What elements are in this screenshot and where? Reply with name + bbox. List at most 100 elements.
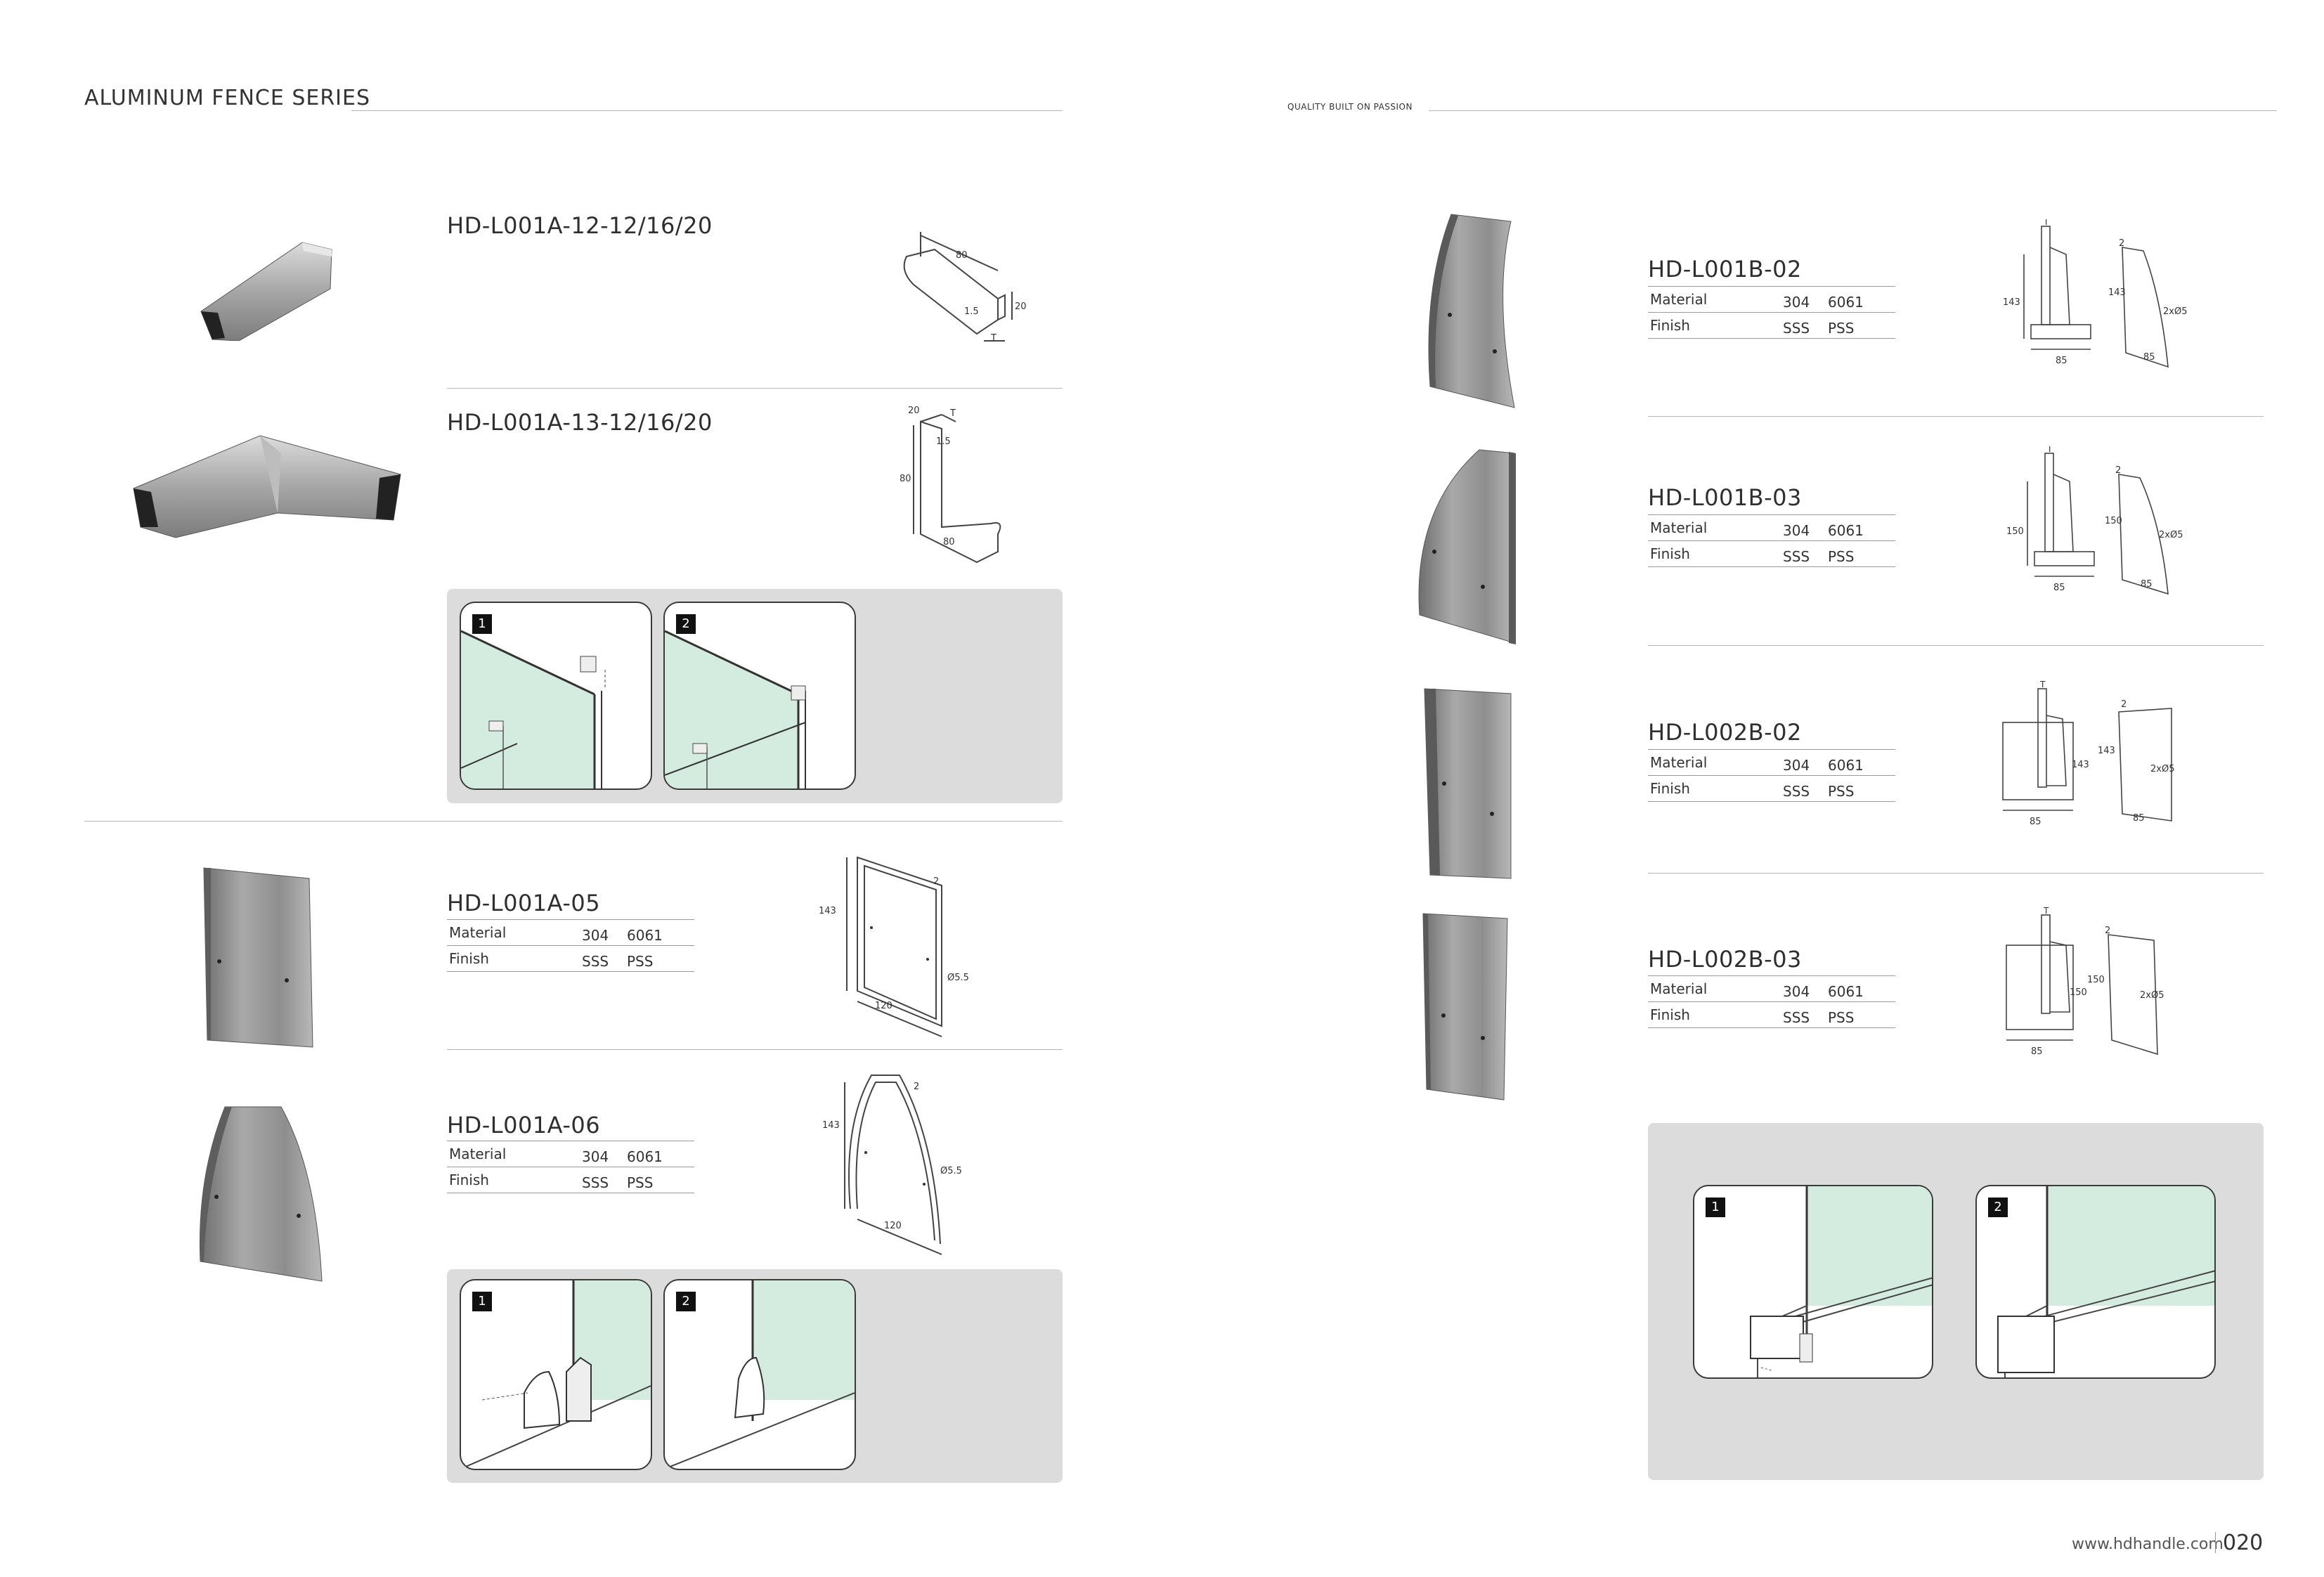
page-number: 020 [2223, 1531, 2264, 1555]
l001b-03-spec-table: Material 304 6061 Finish SSS PSS [1648, 514, 1895, 567]
l001a-05-rule [447, 1049, 1063, 1050]
spec-row-material: Material 304 6061 [447, 919, 694, 945]
step-badge: 1 [1706, 1198, 1725, 1217]
spec-row-finish: Finish SSS PSS [447, 945, 694, 972]
l001a-06-drawing: 143 2 Ø5.5 120 [822, 1075, 962, 1255]
l001a-06-dim-thickness: 2 [914, 1082, 919, 1092]
spec-row-material: Material 304 6061 [447, 1141, 694, 1167]
l001a-05-dim-thickness: 2 [933, 876, 939, 887]
spec-row-finish: Finish SSS PSS [447, 1167, 694, 1193]
l001b-02-dim-height-2: 143 [2108, 287, 2126, 298]
spec-row-finish: Finish SSS PSS [1648, 775, 1895, 802]
spec-finish-1: SSS [1783, 320, 1810, 337]
spec-finish-1: SSS [1783, 548, 1810, 565]
l001b-02-spec-table: Material 304 6061 Finish SSS PSS [1648, 286, 1895, 339]
spec-finish-2: PSS [1828, 783, 1855, 800]
install-step-1: 1 [460, 1279, 652, 1470]
endcap-step-2-illustration [665, 1280, 855, 1469]
l001a-12-dim-length: 80 [956, 250, 968, 261]
l001b-03-dim-gap: T [2046, 446, 2053, 454]
spec-finish-2: PSS [1828, 1009, 1855, 1026]
l001b-02-dim-width: 85 [2056, 356, 2067, 366]
l002b-02-code: HD-L002B-02 [1648, 719, 1802, 746]
l001b-02-code: HD-L001B-02 [1648, 256, 1802, 283]
l002b-03-dim-gap: T [2043, 907, 2049, 916]
spec-material-1: 304 [1783, 522, 1810, 539]
l002b-02-spec-table: Material 304 6061 Finish SSS PSS [1648, 749, 1895, 802]
l002b-02-dim-gap: T [2039, 680, 2046, 689]
l001a-05-dim-hole: Ø5.5 [947, 973, 969, 983]
l001b-03-dim-width-2: 85 [2141, 579, 2153, 590]
spec-material-2: 6061 [1828, 522, 1864, 539]
l001a-13-dim-height: 80 [900, 474, 911, 484]
l001a-05-drawing: 143 2 Ø5.5 120 [819, 856, 969, 1037]
l001b-02-drawing: T 143 85 2 143 2xØ5 85 [2003, 219, 2187, 368]
install-step-2: 2 [663, 1279, 856, 1470]
l001b-02-rule [1648, 416, 2264, 417]
spec-material-1: 304 [1783, 294, 1810, 311]
l001a-05-photo [203, 867, 313, 1048]
l002b-03-dim-thickness: 2 [2105, 926, 2110, 936]
l001a-06-dim-height: 143 [822, 1120, 840, 1131]
footer-url[interactable]: www.hdhandle.com [2072, 1536, 2224, 1553]
l001b-02-dim-width-2: 85 [2143, 352, 2155, 363]
spec-label-finish: Finish [449, 950, 489, 967]
header-rule-right [1429, 110, 2277, 111]
install-panel-corner: 1 2 [447, 589, 1063, 803]
install-panel-base: 1 2 [1648, 1123, 2264, 1480]
spec-row-material: Material 304 6061 [1648, 286, 1895, 312]
l001a-06-spec-table: Material 304 6061 Finish SSS PSS [447, 1141, 694, 1193]
spec-label-finish: Finish [1650, 317, 1690, 334]
l002b-03-spec-table: Material 304 6061 Finish SSS PSS [1648, 975, 1895, 1028]
spec-material-2: 6061 [1828, 983, 1864, 1000]
spec-label-material: Material [449, 924, 507, 941]
spec-material-1: 304 [1783, 983, 1810, 1000]
l001b-02-dim-gap: T [2043, 219, 2049, 227]
l002b-02-dim-width-2: 85 [2133, 813, 2145, 824]
tagline: QUALITY BUILT ON PASSION [1287, 102, 1413, 112]
l001a-06-code: HD-L001A-06 [447, 1112, 601, 1138]
l002b-03-dim-height: 150 [2070, 987, 2087, 998]
install-step-2: 2 [1975, 1185, 2216, 1379]
spec-finish-2: PSS [627, 1174, 654, 1191]
install-step-2: 2 [663, 602, 856, 790]
l002b-02-dim-holes: 2xØ5 [2150, 764, 2174, 774]
l001a-06-dim-width: 120 [884, 1221, 902, 1231]
l001b-02-dim-holes: 2xØ5 [2163, 306, 2187, 317]
l001a-06-dim-hole: Ø5.5 [940, 1166, 962, 1176]
l002b-02-dim-height-2: 143 [2098, 746, 2115, 756]
l001b-03-dim-height: 150 [2006, 526, 2024, 537]
spec-material-2: 6061 [627, 927, 663, 944]
spec-finish-1: SSS [1783, 1009, 1810, 1026]
corner-step-2-illustration [665, 630, 806, 788]
spec-finish-2: PSS [1828, 548, 1855, 565]
l001b-03-dim-thickness: 2 [2115, 465, 2121, 476]
install-panel-endcap: 1 2 [447, 1269, 1063, 1483]
l002b-02-dim-width: 85 [2030, 817, 2041, 827]
l001a-13-drawing: 20 T 1.5 80 80 [900, 405, 1001, 564]
step-badge: 1 [472, 1292, 492, 1311]
step-badge: 2 [676, 1292, 696, 1311]
base-step-2-illustration [1997, 1186, 2214, 1377]
spec-finish-1: SSS [1783, 783, 1810, 800]
spec-row-finish: Finish SSS PSS [1648, 540, 1895, 567]
step-badge: 2 [1988, 1198, 2008, 1217]
spec-row-material: Material 304 6061 [1648, 514, 1895, 540]
step-badge: 2 [676, 614, 696, 634]
spec-label-finish: Finish [1650, 545, 1690, 562]
spec-label-material: Material [1650, 291, 1708, 308]
spec-material-2: 6061 [627, 1148, 663, 1165]
l001a-05-spec-table: Material 304 6061 Finish SSS PSS [447, 919, 694, 972]
l001a-12-photo [200, 242, 332, 341]
spec-row-finish: Finish SSS PSS [1648, 312, 1895, 339]
spec-row-material: Material 304 6061 [1648, 749, 1895, 775]
spec-label-material: Material [1650, 980, 1708, 997]
spec-label-material: Material [449, 1146, 507, 1162]
l002b-03-dim-holes: 2xØ5 [2140, 990, 2164, 1001]
l001a-13-code: HD-L001A-13-12/16/20 [447, 409, 713, 436]
l001a-12-dim-thickness: 1.5 [964, 306, 979, 317]
spec-label-material: Material [1650, 754, 1708, 771]
spec-row-finish: Finish SSS PSS [1648, 1001, 1895, 1028]
l002b-02-dim-thickness: 2 [2121, 699, 2127, 710]
spec-material-1: 304 [582, 927, 609, 944]
